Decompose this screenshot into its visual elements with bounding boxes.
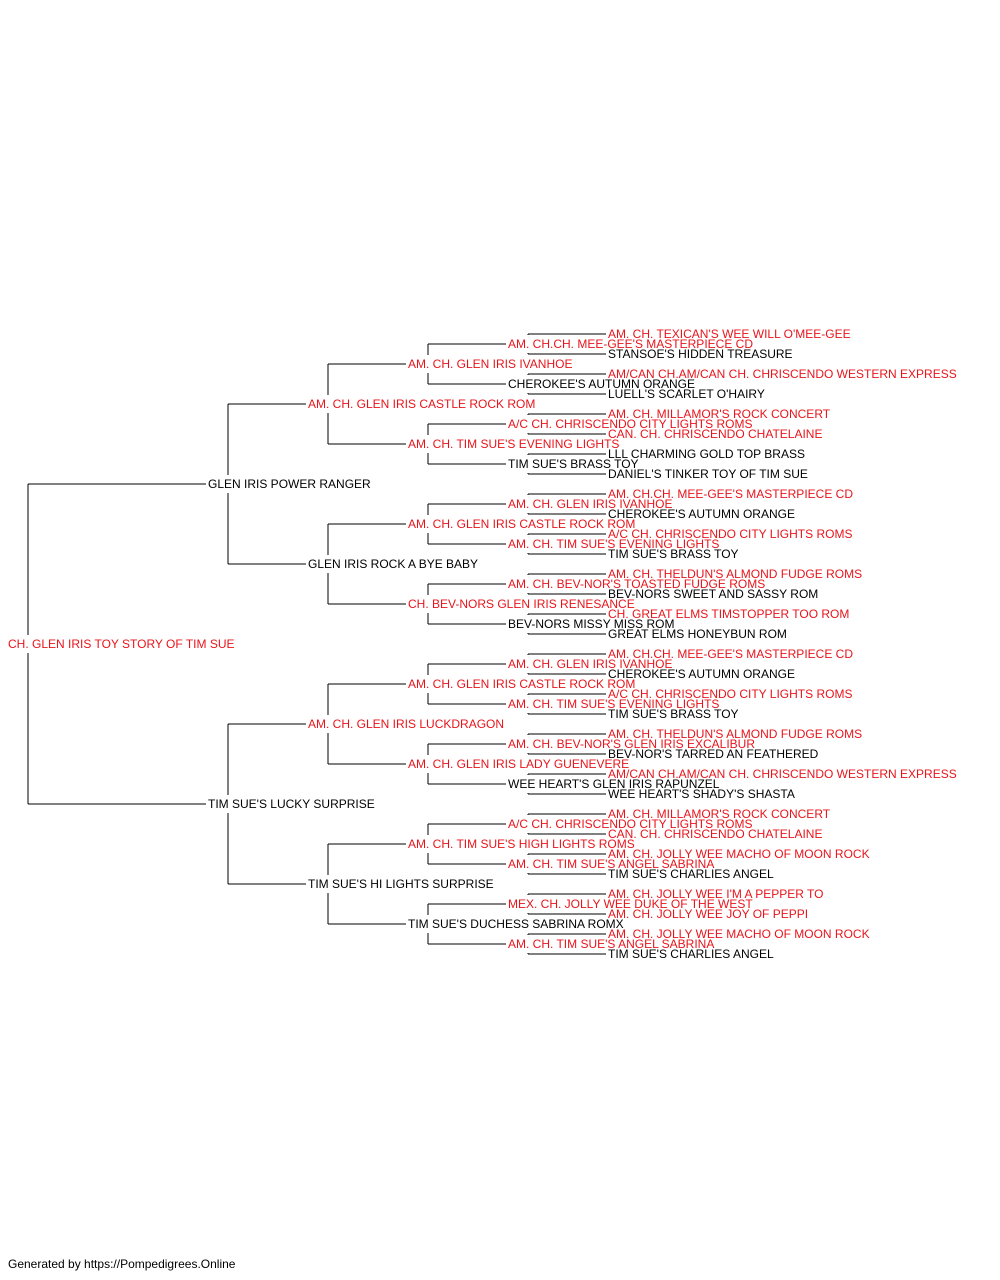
ancestor-name: CHEROKEE'S AUTUMN ORANGE [608,507,795,521]
ancestor-name: A/C CH. CHRISCENDO CITY LIGHTS ROMS [608,687,853,701]
ancestor-name: AM. CH. BEV-NOR'S GLEN IRIS EXCALIBUR [508,737,756,751]
ancestor-name: AM. CH. GLEN IRIS CASTLE ROCK ROM [408,517,636,531]
ancestor-name: AM. CH.CH. MEE-GEE'S MASTERPIECE CD [608,647,853,661]
ancestor-name: CH. BEV-NORS GLEN IRIS RENESANCE [408,597,635,611]
ancestor-name: A/C CH. CHRISCENDO CITY LIGHTS ROMS [508,417,753,431]
ancestor-name: AM. CH. THELDUN'S ALMOND FUDGE ROMS [608,727,863,741]
ancestor-name: AM. CH. GLEN IRIS LADY GUENEVERE [408,757,630,771]
ancestor-name: DANIEL'S TINKER TOY OF TIM SUE [608,467,808,481]
ancestor-name: CHEROKEE'S AUTUMN ORANGE [508,377,695,391]
ancestor-name: AM. CH. TIM SUE'S ANGEL SABRINA [508,937,715,951]
ancestor-name: CHEROKEE'S AUTUMN ORANGE [608,667,795,681]
ancestor-name: AM/CAN CH.AM/CAN CH. CHRISCENDO WESTERN … [608,767,957,781]
ancestor-name: CH. GREAT ELMS TIMSTOPPER TOO ROM [608,607,850,621]
ancestor-name: LLL CHARMING GOLD TOP BRASS [608,447,805,461]
ancestor-name: TIM SUE'S DUCHESS SABRINA ROMX [408,917,624,931]
ancestor-name: AM. CH. MILLAMOR'S ROCK CONCERT [608,807,831,821]
ancestor-name: AM. CH. BEV-NOR'S TOASTED FUDGE ROMS [508,577,766,591]
ancestor-name: GREAT ELMS HONEYBUN ROM [608,627,787,641]
ancestor-name: BEV-NORS MISSY MISS ROM [508,617,675,631]
ancestor-name: AM. CH. TIM SUE'S HIGH LIGHTS ROMS [408,837,635,851]
ancestor-name: AM. CH. JOLLY WEE MACHO OF MOON ROCK [608,847,870,861]
ancestor-name: WEE HEART'S SHADY'S SHASTA [608,787,795,801]
ancestor-name: AM. CH. GLEN IRIS CASTLE ROCK ROM [408,677,636,691]
ancestor-name: CAN. CH. CHRISCENDO CHATELAINE [608,427,823,441]
ancestor-name: AM. CH.CH. MEE-GEE'S MASTERPIECE CD [608,487,853,501]
ancestor-name: AM. CH. TIM SUE'S ANGEL SABRINA [508,857,715,871]
ancestor-name: TIM SUE'S CHARLIES ANGEL [608,867,774,881]
ancestor-name: STANSOE'S HIDDEN TREASURE [608,347,793,361]
ancestor-name: AM. CH. JOLLY WEE MACHO OF MOON ROCK [608,927,870,941]
ancestor-name: AM. CH. GLEN IRIS CASTLE ROCK ROM [308,397,536,411]
ancestor-name: AM. CH. TIM SUE'S EVENING LIGHTS [508,697,720,711]
generated-by-footer: Generated by https://Pompedigrees.Online [8,1257,236,1271]
ancestor-name: BEV-NOR'S TARRED AN FEATHERED [608,747,819,761]
ancestor-name: BEV-NORS SWEET AND SASSY ROM [608,587,819,601]
ancestor-name: AM. CH. THELDUN'S ALMOND FUDGE ROMS [608,567,863,581]
ancestor-name: AM. CH. TIM SUE'S EVENING LIGHTS [408,437,620,451]
ancestor-name: A/C CH. CHRISCENDO CITY LIGHTS ROMS [608,527,853,541]
ancestor-name: TIM SUE'S BRASS TOY [608,547,739,561]
ancestor-name: GLEN IRIS ROCK A BYE BABY [308,557,479,571]
ancestor-name: TIM SUE'S BRASS TOY [608,707,739,721]
ancestor-name: AM. CH. TEXICAN'S WEE WILL O'MEE-GEE [608,327,851,341]
ancestor-name: A/C CH. CHRISCENDO CITY LIGHTS ROMS [508,817,753,831]
ancestor-name: AM. CH. MILLAMOR'S ROCK CONCERT [608,407,831,421]
ancestor-name: AM. CH.CH. MEE-GEE'S MASTERPIECE CD [508,337,753,351]
ancestor-name: AM. CH. JOLLY WEE I'M A PEPPER TO [608,887,824,901]
ancestor-name: AM. CH. GLEN IRIS IVANHOE [408,357,573,371]
ancestor-name: AM. CH. GLEN IRIS IVANHOE [508,497,673,511]
ancestor-name: LUELL'S SCARLET O'HAIRY [608,387,765,401]
ancestor-name: AM. CH. GLEN IRIS IVANHOE [508,657,673,671]
ancestor-name: MEX. CH. JOLLY WEE DUKE OF THE WEST [508,897,753,911]
ancestor-name: TIM SUE'S CHARLIES ANGEL [608,947,774,961]
ancestor-name: TIM SUE'S LUCKY SURPRISE [208,797,375,811]
ancestor-name: AM. CH. TIM SUE'S EVENING LIGHTS [508,537,720,551]
ancestor-name: TIM SUE'S HI LIGHTS SURPRISE [308,877,494,891]
ancestor-name: TIM SUE'S BRASS TOY [508,457,639,471]
ancestor-name: CAN. CH. CHRISCENDO CHATELAINE [608,827,823,841]
ancestor-name: AM. CH. JOLLY WEE JOY OF PEPPI [608,907,809,921]
ancestor-name: AM/CAN CH.AM/CAN CH. CHRISCENDO WESTERN … [608,367,957,381]
ancestor-name: GLEN IRIS POWER RANGER [208,477,371,491]
subject-dog-name: CH. GLEN IRIS TOY STORY OF TIM SUE [8,637,235,651]
ancestor-name: AM. CH. GLEN IRIS LUCKDRAGON [308,717,505,731]
ancestor-name: WEE HEART'S GLEN IRIS RAPUNZEL [508,777,720,791]
